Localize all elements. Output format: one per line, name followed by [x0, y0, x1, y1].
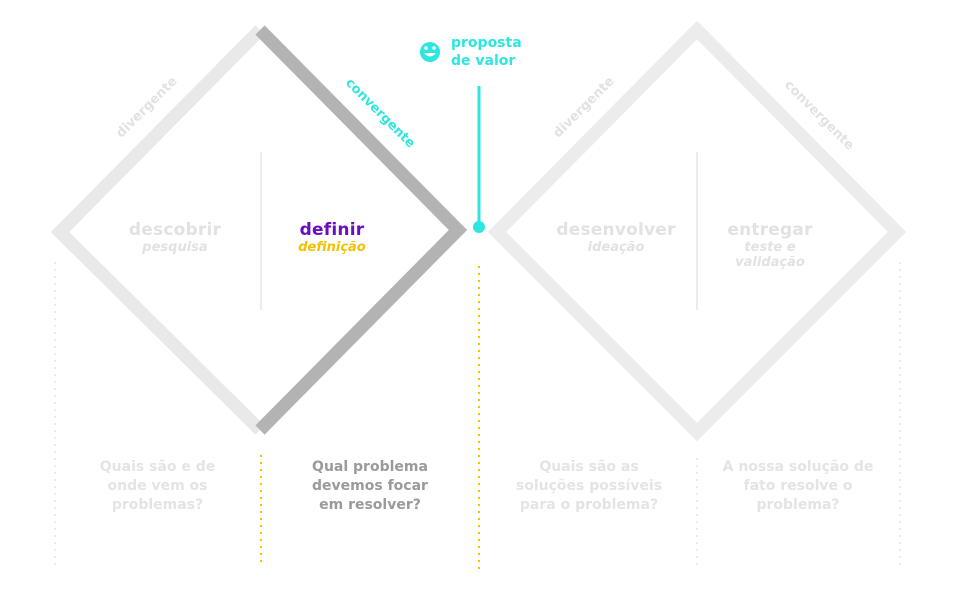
question-define: Qual problema devemos focar em resolver? — [312, 459, 428, 513]
stage-discover-subtitle: pesquisa — [142, 240, 208, 255]
smiley-icon — [420, 42, 440, 62]
stage-discover-title: descobrir — [128, 220, 222, 240]
question-develop: Quais são as soluções possíveis para o p… — [515, 459, 663, 513]
stage-discover: descobrir pesquisa — [110, 220, 240, 255]
left-diamond-convergent-edges — [255, 25, 468, 435]
right-diamond — [487, 20, 907, 442]
stage-define-title: definir — [299, 220, 365, 240]
question-discover: Quais são e de onde vem os problemas? — [99, 459, 216, 513]
value-proposition-line1: proposta — [451, 35, 522, 51]
stage-define: definir definição — [268, 220, 396, 255]
value-proposition-dot — [473, 221, 485, 233]
question-deliver: A nossa solução de fato resolve o proble… — [722, 459, 874, 513]
stage-develop-subtitle: ideação — [587, 240, 645, 255]
stage-develop: desenvolver ideação — [546, 220, 686, 255]
stage-deliver-title: entregar — [727, 220, 813, 240]
value-proposition-label: proposta de valor — [451, 34, 522, 70]
stage-develop-title: desenvolver — [556, 220, 676, 240]
stage-deliver-subtitle-line1: teste e — [744, 240, 796, 255]
stage-deliver-subtitle-line2: validação — [735, 255, 805, 270]
left-diamond-divergent-edges — [50, 25, 265, 435]
stage-deliver: entregar teste e validação — [705, 220, 835, 270]
value-proposition-line2: de valor — [451, 53, 516, 69]
stage-define-subtitle: definição — [298, 240, 366, 255]
